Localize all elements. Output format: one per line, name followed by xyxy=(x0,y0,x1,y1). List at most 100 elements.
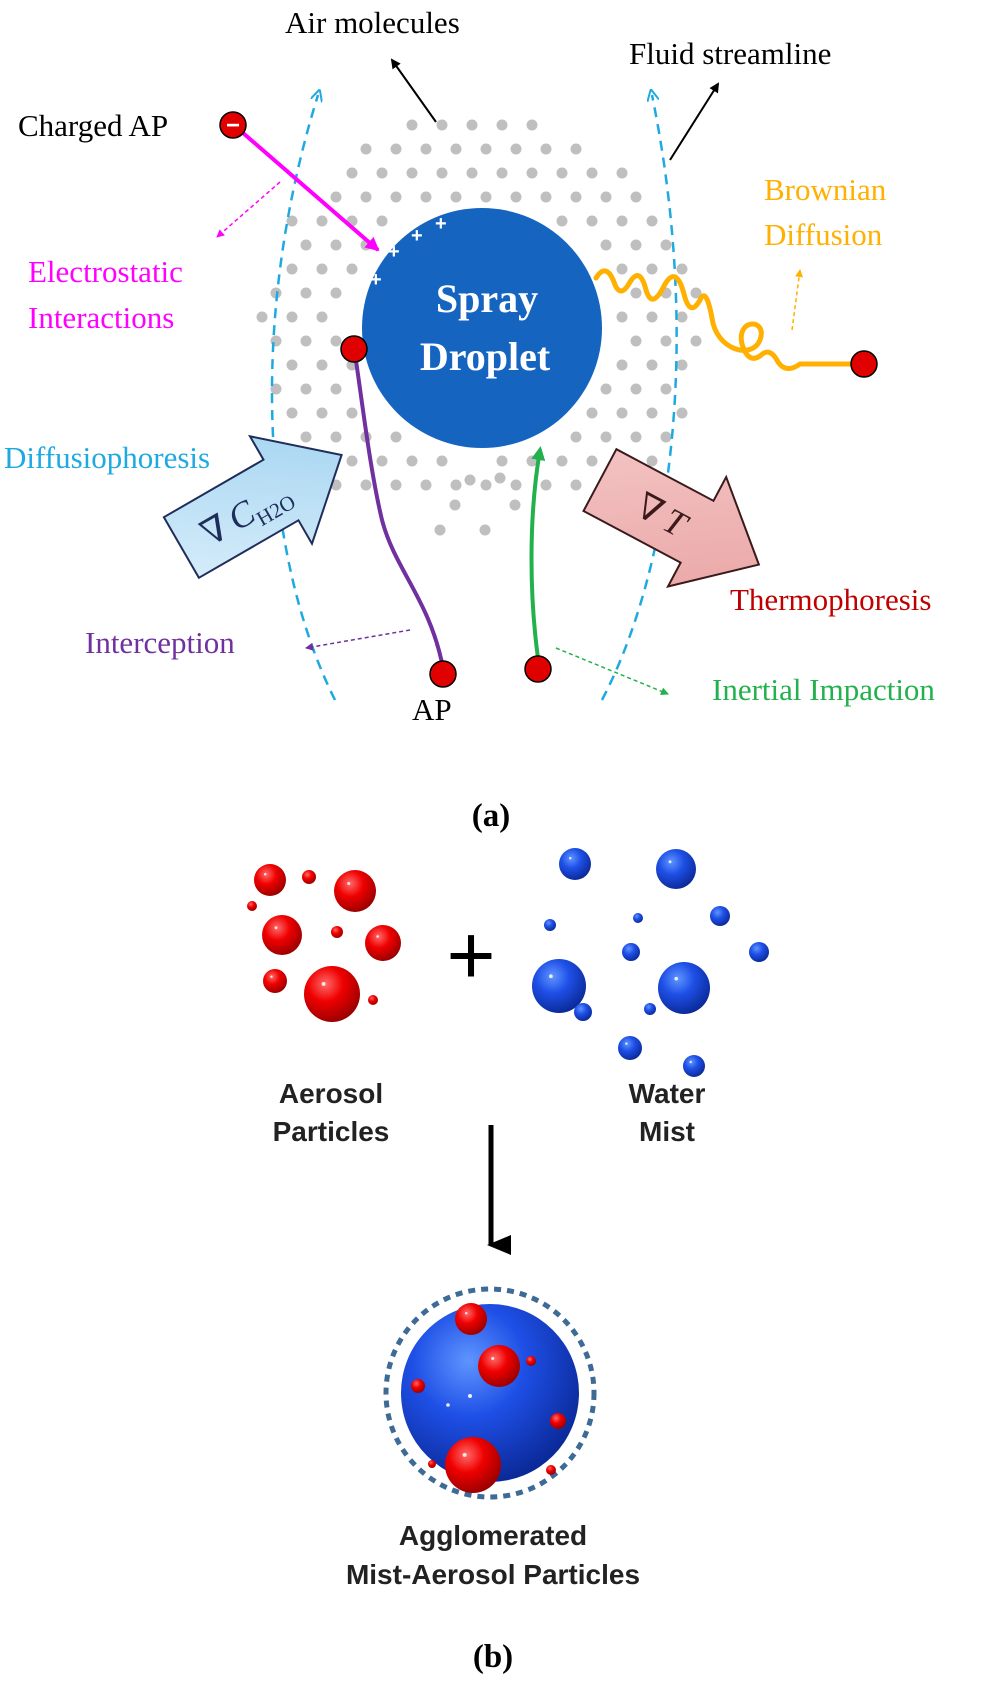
mist-droplet xyxy=(544,919,556,931)
charge-plus-5: + xyxy=(370,269,382,291)
aerosol-particle xyxy=(334,870,376,912)
aerosol-particles-cluster xyxy=(247,864,401,1022)
diffusiophoresis-label: Diffusiophoresis xyxy=(4,440,210,475)
charge-plus-1: + xyxy=(435,213,447,235)
agglomerate-outline xyxy=(383,1286,597,1500)
result-label-line2: Mist-Aerosol Particles xyxy=(346,1559,640,1590)
aerosol-particle xyxy=(247,901,257,911)
aerosol-particle-highlight xyxy=(376,935,379,938)
aerosol-particle-highlight xyxy=(321,981,326,986)
mist-droplet xyxy=(658,962,710,1014)
mist-droplet xyxy=(574,1003,592,1021)
charge-plus-2: + xyxy=(411,225,423,247)
brownian-pointer xyxy=(791,269,804,331)
air-molecule xyxy=(360,479,372,491)
air-molecule xyxy=(466,167,478,179)
air-molecule xyxy=(330,287,342,299)
air-molecule xyxy=(436,455,448,467)
caption-a: (a) xyxy=(472,798,510,834)
aerosol-particle xyxy=(304,966,360,1022)
air-molecule xyxy=(330,383,342,395)
inertial-impaction-label: Inertial Impaction xyxy=(712,672,935,707)
mist-droplet xyxy=(559,848,591,880)
electrostatic-label-line2: Interactions xyxy=(28,300,174,335)
mist-droplet-highlight xyxy=(625,1042,628,1045)
panel-b: + Aerosol Particles Water Mist Agglomera… xyxy=(247,848,769,1675)
attached-aerosol-particle xyxy=(550,1413,566,1429)
concentration-gradient-arrow: ∇CH2O xyxy=(162,434,343,580)
mist-droplet xyxy=(683,1055,705,1077)
aerosol-particle-highlight xyxy=(270,975,273,978)
attached-aerosol-particle xyxy=(455,1303,487,1335)
air-molecule xyxy=(616,263,628,275)
air-molecule xyxy=(510,479,522,491)
air-molecule xyxy=(346,455,358,467)
attached-aerosol-particle xyxy=(428,1460,436,1468)
air-molecule xyxy=(496,455,508,467)
sparkle xyxy=(468,1394,472,1398)
aerosol-particle xyxy=(254,864,286,896)
air-molecule xyxy=(526,167,538,179)
attached-aerosol-particle xyxy=(478,1345,520,1387)
air-molecule xyxy=(286,359,298,371)
air-molecule xyxy=(690,287,702,299)
charged-ap-particle xyxy=(219,111,247,139)
thermophoresis-label: Thermophoresis xyxy=(730,582,931,617)
air-molecule xyxy=(540,191,552,203)
charged-ap-label: Charged AP xyxy=(18,108,168,143)
air-molecule xyxy=(616,167,628,179)
air-molecule xyxy=(316,311,328,323)
air-molecule xyxy=(286,263,298,275)
air-molecules-pointer xyxy=(390,58,437,123)
inertial-pointer xyxy=(555,647,669,696)
air-molecule xyxy=(630,431,642,443)
attached-aerosol-particle-highlight xyxy=(491,1356,495,1360)
air-molecule xyxy=(420,143,432,155)
charged-ap-minus: − xyxy=(226,112,240,139)
air-molecule xyxy=(300,335,312,347)
brownian-label-line1: Brownian xyxy=(764,172,887,207)
air-molecule xyxy=(360,191,372,203)
attached-aerosol-particle xyxy=(526,1356,536,1366)
mist-droplet-highlight xyxy=(569,857,572,860)
aerosol-particle xyxy=(262,915,302,955)
air-molecule xyxy=(570,143,582,155)
droplet-label-line1: Spray xyxy=(436,276,538,321)
air-molecule xyxy=(630,335,642,347)
ap-label: AP xyxy=(412,692,452,727)
air-molecule xyxy=(390,431,402,443)
aerosol-particle xyxy=(365,925,401,961)
attached-aerosol-particle xyxy=(411,1379,425,1393)
air-molecule xyxy=(540,143,552,155)
air-molecule xyxy=(286,311,298,323)
air-molecule xyxy=(630,287,642,299)
mist-droplet xyxy=(656,849,696,889)
plus-sign: + xyxy=(446,908,495,1002)
mist-droplet-highlight xyxy=(689,1060,692,1064)
aerosol-label-line1: Aerosol xyxy=(279,1078,383,1109)
attached-aerosol-particle xyxy=(546,1465,556,1475)
aerosol-particle xyxy=(368,995,378,1005)
electrostatic-path xyxy=(241,131,380,252)
mist-droplet xyxy=(749,942,769,962)
brownian-label-line2: Diffusion xyxy=(764,217,883,252)
air-molecule xyxy=(600,383,612,395)
air-molecule xyxy=(586,407,598,419)
air-molecules-cloud xyxy=(256,119,702,536)
aerosol-label-line2: Particles xyxy=(273,1116,390,1147)
air-molecule xyxy=(690,335,702,347)
air-molecule xyxy=(450,191,462,203)
air-molecule xyxy=(330,335,342,347)
air-molecule xyxy=(316,407,328,419)
air-molecule xyxy=(510,143,522,155)
air-molecule xyxy=(376,215,388,227)
air-molecule xyxy=(570,479,582,491)
air-molecule xyxy=(449,499,461,511)
air-molecule xyxy=(646,215,658,227)
air-molecule xyxy=(464,474,476,486)
air-molecule xyxy=(540,479,552,491)
air-molecule xyxy=(496,167,508,179)
air-molecule xyxy=(406,119,418,131)
air-molecule xyxy=(510,191,522,203)
